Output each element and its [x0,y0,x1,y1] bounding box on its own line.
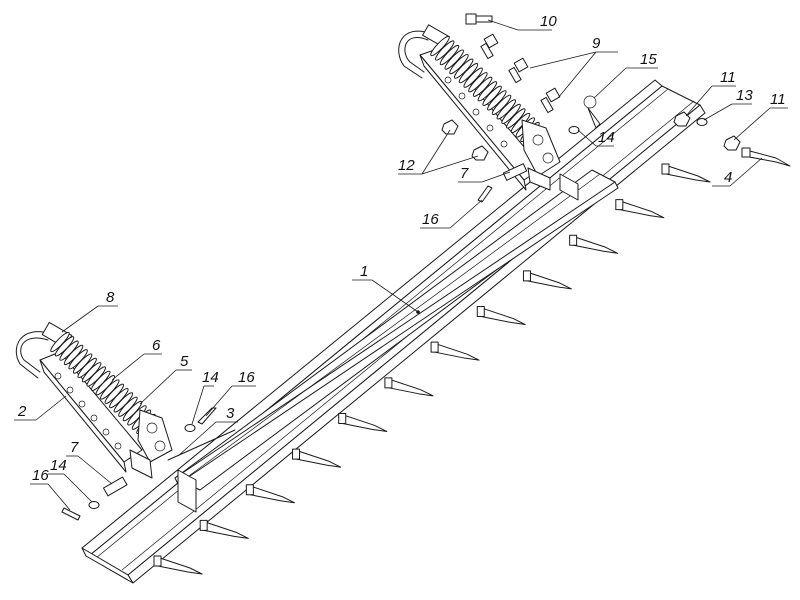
callout-4: 4 [724,169,732,186]
callout-11a: 11 [720,69,736,86]
callout-11b: 11 [770,91,786,108]
pin-7-left [102,476,128,497]
nut-12b [471,145,489,161]
nut-12a [441,119,459,135]
bolt-10 [465,13,493,25]
cotter-16-left [197,407,217,425]
spring-coil [444,49,464,70]
spring-coil [439,44,460,66]
spring-coil [487,90,507,111]
washer-13 [696,118,708,126]
callout-2: 2 [17,403,27,420]
callout-9: 9 [592,35,601,52]
tine [245,484,295,504]
left-spring-assembly [15,321,173,479]
callout-7-right: 7 [460,165,469,182]
washer-14-left [184,424,196,432]
callout-16-bottom: 16 [32,467,49,484]
bolt-9c [540,87,561,114]
tine [430,341,480,361]
tine [522,270,572,290]
left-coil-spring [50,331,156,435]
ring-pin-15 [583,95,601,129]
tine [384,377,434,397]
washer-14-right [568,126,580,134]
plate-holes-right [444,76,508,148]
tine [569,234,619,254]
bolt-9b [508,57,529,84]
spring-coil [472,76,493,97]
spring-coil [453,58,474,79]
plate-holes [54,372,122,450]
cotter-16-right [477,185,493,203]
spring-coil [434,40,455,61]
callout-10: 10 [540,13,557,30]
callout-14-bottom: 14 [50,457,67,474]
spring-coil [477,81,498,102]
spring-coil [458,63,479,84]
cotter-16-bottom [61,507,81,521]
spring-coil [463,67,483,88]
tine [661,163,711,183]
loose-tine-4 [741,147,791,167]
callout-14-left: 14 [202,369,219,386]
callout-6: 6 [152,337,161,354]
callout-14-right: 14 [598,129,615,146]
callout-16-left: 16 [238,369,255,386]
callout-layer: 1 2 3 4 5 6 7 7 8 9 [14,13,788,511]
spring-coil [491,94,512,115]
tine [292,448,342,468]
tine [615,199,665,219]
callout-12: 12 [398,157,415,174]
tine [199,519,249,539]
spring-coil [430,35,450,57]
callout-1: 1 [360,263,368,280]
tine [153,555,203,575]
tine [338,412,388,432]
right-spring-assembly [398,24,561,191]
tine-row [153,163,711,575]
spring-coil [506,108,526,129]
spring-coil [501,103,521,125]
callout-3: 3 [226,405,235,422]
spring-coil [482,85,502,106]
bolt-9a [480,33,499,60]
callout-13: 13 [736,87,753,104]
callout-15: 15 [640,51,657,68]
spring-coil [496,99,517,120]
callout-5: 5 [180,353,189,370]
washer-14-bottom [88,501,100,509]
nut-11b [723,135,741,151]
spring-coil [468,72,488,93]
tine [476,306,526,326]
callout-8: 8 [106,289,115,306]
spring-coil [449,53,469,75]
callout-16-right: 16 [422,211,439,228]
pin-7-right [502,163,528,181]
loose-hardware [61,13,791,521]
callout-7-left: 7 [70,439,79,456]
main-channel-beam [81,79,706,584]
